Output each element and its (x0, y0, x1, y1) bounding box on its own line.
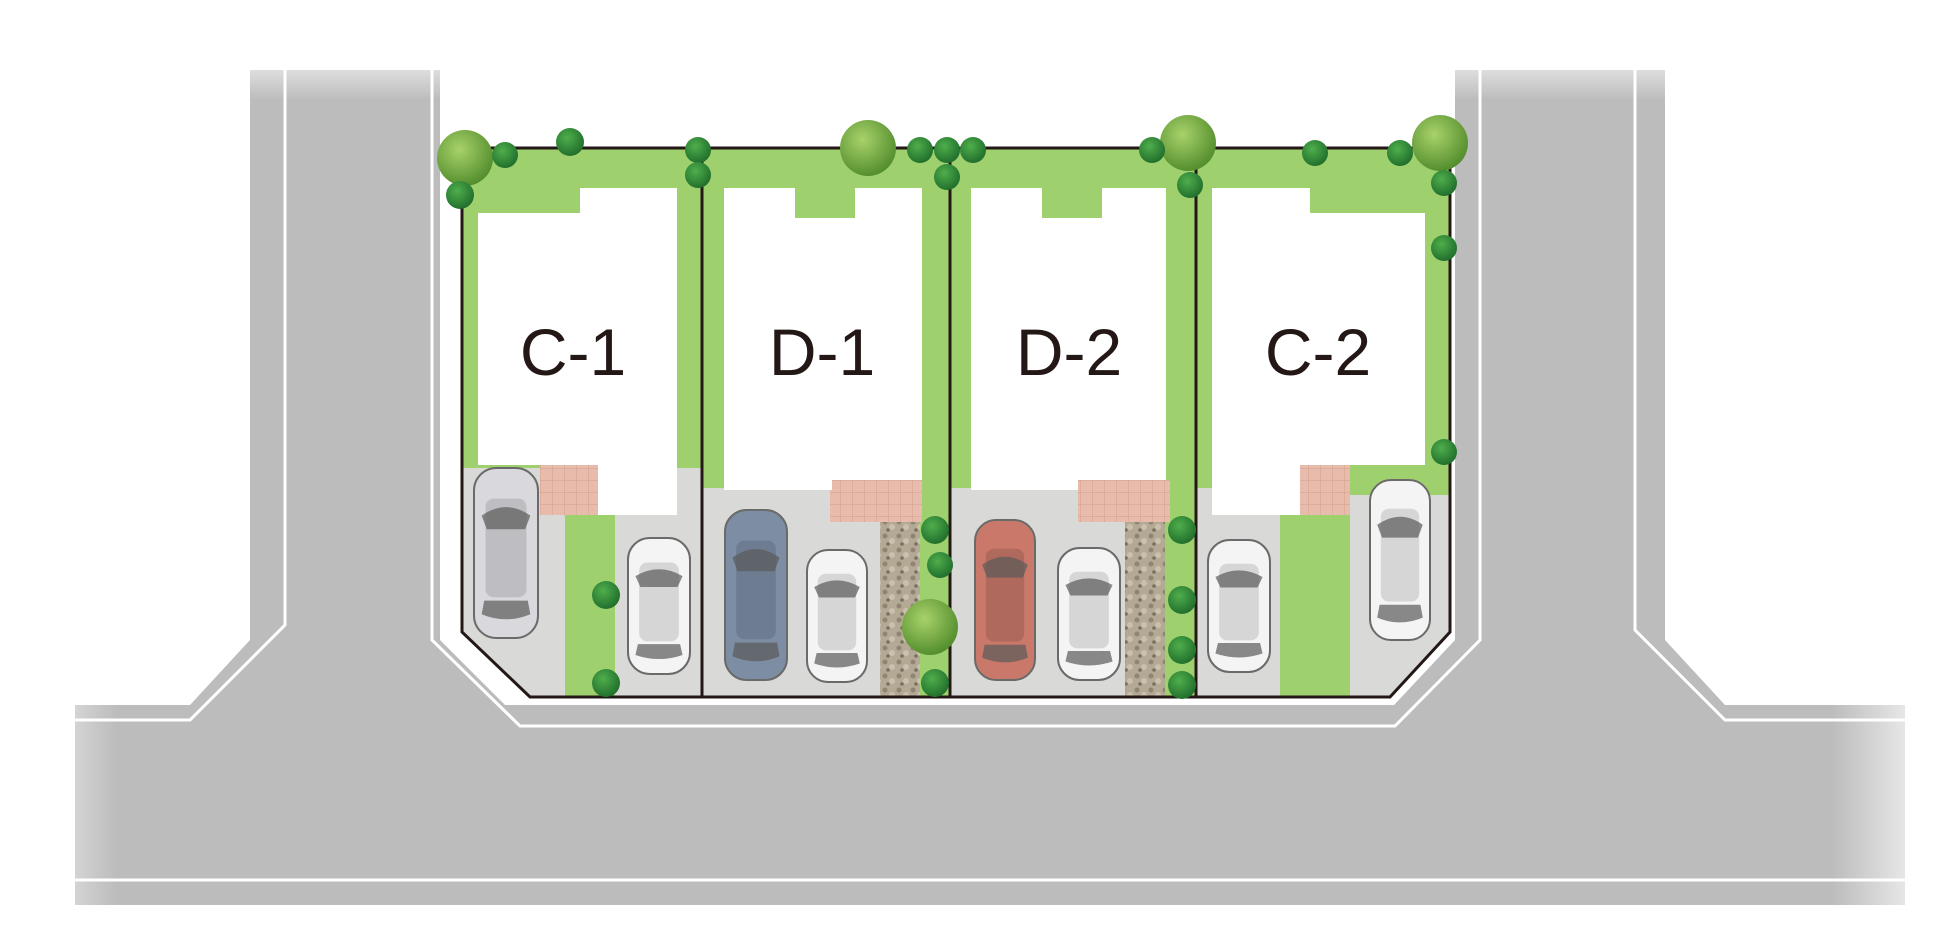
car-rear-window (1377, 604, 1423, 623)
car-windshield (635, 569, 683, 587)
car-body (627, 537, 691, 675)
car-c2-b (1369, 479, 1431, 641)
gravel-path-d2 (1125, 520, 1165, 697)
lot-label-c2: C-2 (1265, 315, 1371, 389)
car-d1-b (806, 549, 868, 683)
car-windshield (814, 580, 860, 598)
shrub-icon (685, 137, 711, 163)
car-rear-window (982, 644, 1028, 663)
car-c1-b (627, 537, 691, 675)
tree-icon (1160, 115, 1216, 171)
shrub-icon (1168, 636, 1196, 664)
shrub-icon (960, 137, 986, 163)
car-body (724, 509, 788, 681)
car-body (1057, 547, 1121, 681)
shrub-icon (907, 137, 933, 163)
shrub-icon (1431, 439, 1457, 465)
shrub-icon (1177, 172, 1203, 198)
car-windshield (1065, 578, 1113, 596)
shrub-icon (1168, 586, 1196, 614)
buildings (478, 188, 1425, 515)
shrub-icon (685, 162, 711, 188)
car-c2-a (1207, 539, 1271, 673)
car-rear-window (814, 652, 860, 668)
tree-icon (437, 130, 493, 186)
tree-icon (902, 599, 958, 655)
tree-icon (840, 120, 896, 176)
car-c1-a (473, 467, 539, 639)
shrub-icon (1302, 140, 1328, 166)
shrub-icon (592, 669, 620, 697)
building-c2 (1212, 188, 1425, 515)
car-body (1369, 479, 1431, 641)
lot-label-d1: D-1 (769, 315, 875, 389)
car-windshield (481, 507, 531, 530)
car-d2-b (1057, 547, 1121, 681)
lot-label-c1: C-1 (520, 315, 626, 389)
paved-entrances (540, 465, 1350, 522)
car-body (473, 467, 539, 639)
car-rear-window (635, 644, 683, 660)
lot-labels: C-1 D-1 D-2 C-2 (520, 315, 1371, 389)
car-rear-window (481, 600, 531, 620)
tree-icon (1412, 115, 1468, 171)
car-windshield (732, 549, 780, 572)
shrubs (446, 128, 1457, 699)
shrub-icon (921, 516, 949, 544)
trees (437, 115, 1468, 655)
shrub-icon (1431, 170, 1457, 196)
car-body (974, 519, 1036, 681)
shrub-icon (556, 128, 584, 156)
shrub-icon (1431, 235, 1457, 261)
car-body (1207, 539, 1271, 673)
shrub-icon (921, 669, 949, 697)
car-windshield (1377, 516, 1423, 538)
shrub-icon (446, 181, 474, 209)
shrub-icon (1168, 516, 1196, 544)
car-rear-window (732, 642, 780, 662)
car-d2-a (974, 519, 1036, 681)
shrub-icon (927, 552, 953, 578)
shrub-icon (1168, 671, 1196, 699)
car-d1-a (724, 509, 788, 681)
shrub-icon (934, 137, 960, 163)
shrub-icon (934, 164, 960, 190)
shrub-icon (492, 142, 518, 168)
car-windshield (982, 556, 1028, 578)
building-d2 (971, 188, 1166, 490)
parked-cars (473, 467, 1431, 683)
car-windshield (1215, 570, 1263, 588)
car-rear-window (1065, 650, 1113, 666)
building-c1 (478, 188, 677, 515)
car-body (806, 549, 868, 683)
shrub-icon (592, 581, 620, 609)
shrub-icon (1387, 140, 1413, 166)
car-rear-window (1215, 642, 1263, 658)
shrub-icon (1139, 137, 1165, 163)
lot-label-d2: D-2 (1016, 315, 1122, 389)
building-d1 (724, 188, 922, 490)
